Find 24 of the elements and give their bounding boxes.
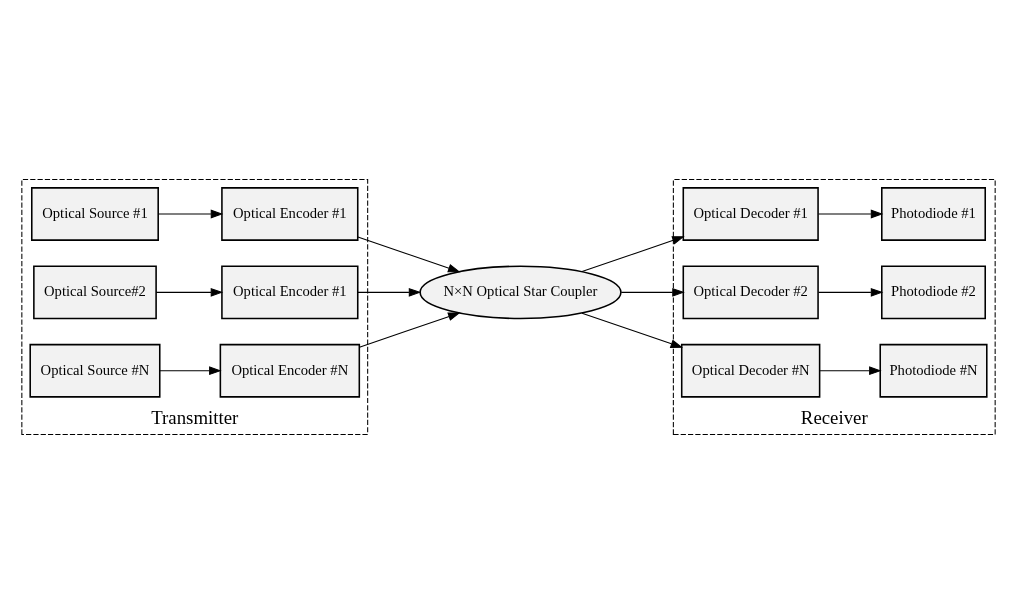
node-box: Optical Decoder #N	[680, 343, 821, 398]
arrow	[155, 287, 224, 297]
node-box: Photodiode #N	[879, 343, 988, 398]
node-box: Optical Encoder #N	[219, 343, 361, 398]
node-box: Optical Source #1	[31, 186, 159, 241]
node-box: Optical Source#2	[33, 264, 157, 319]
arrow	[357, 287, 422, 297]
node-box: Optical Decoder #1	[682, 186, 819, 241]
arrow	[620, 287, 685, 297]
arrow	[157, 209, 224, 218]
arrow	[818, 209, 884, 218]
arrow	[159, 365, 222, 375]
arrow	[357, 236, 461, 272]
node-box: Optical Encoder #1	[221, 264, 359, 319]
arrow	[818, 287, 884, 297]
node-box: Photodiode #2	[881, 264, 986, 319]
arrow	[581, 312, 684, 348]
arrow	[819, 365, 882, 375]
node-box: Optical Encoder #1	[221, 186, 359, 241]
node-box: Photodiode #1	[881, 186, 986, 241]
arrow	[358, 312, 461, 348]
node-box: Optical Source #N	[29, 343, 161, 398]
arrow	[581, 235, 685, 272]
node-box: Optical Decoder #2	[682, 264, 819, 319]
